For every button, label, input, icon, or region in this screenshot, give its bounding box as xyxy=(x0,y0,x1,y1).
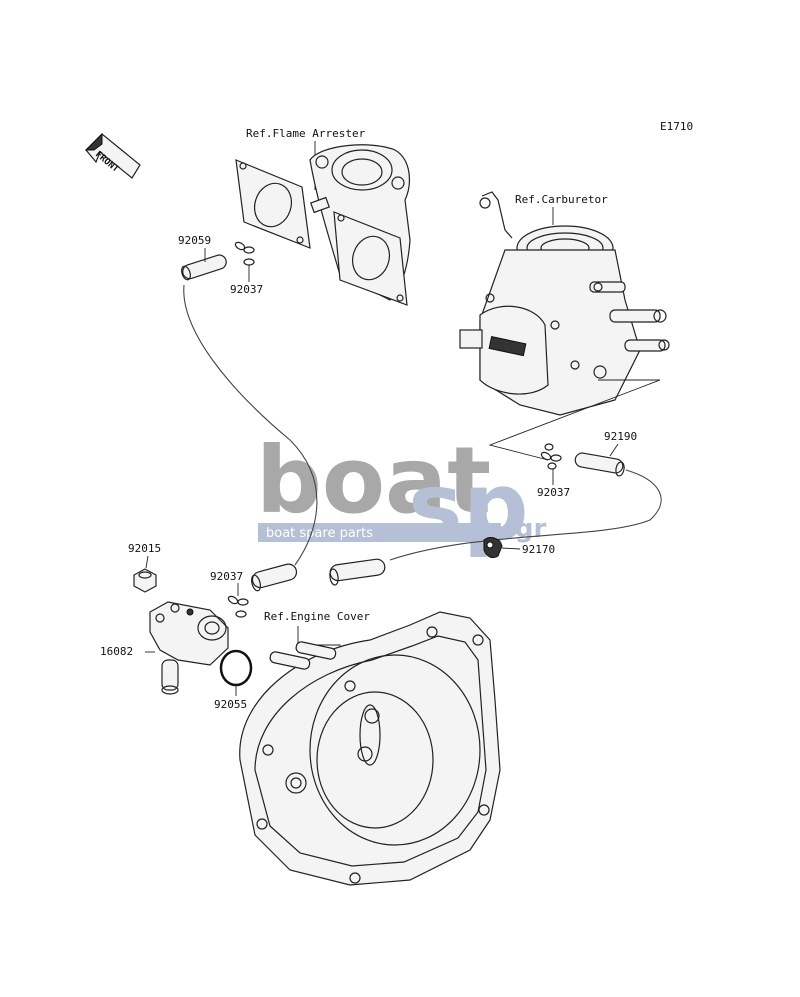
label-92055: 92055 xyxy=(214,698,247,711)
figure-code: E1710 xyxy=(660,120,693,133)
front-arrow-icon: FRONT xyxy=(84,132,141,179)
clip-92037-right xyxy=(540,443,562,470)
watermark-tagline: boat spare parts xyxy=(266,526,373,541)
leader-92170 xyxy=(501,547,521,550)
leader-92190 xyxy=(609,443,619,457)
leader-92015 xyxy=(145,555,149,569)
valve-16082 xyxy=(149,601,229,695)
ref-flame-arrester: Ref.Flame Arrester xyxy=(246,127,366,140)
clip-92037-top xyxy=(234,241,255,266)
engine-cover-fittings xyxy=(269,641,337,670)
watermark-tagline-band xyxy=(258,523,501,542)
label-92190: 92190 xyxy=(604,430,637,443)
hose-92190 xyxy=(574,452,625,477)
label-92037-right: 92037 xyxy=(537,486,570,499)
hose-middle-right xyxy=(329,558,386,586)
hose-line-right xyxy=(389,469,662,561)
carburetor xyxy=(459,191,670,416)
clip-92037-left xyxy=(227,595,249,618)
label-92037-left: 92037 xyxy=(210,570,243,583)
hose-92059 xyxy=(181,254,227,281)
flame-arrester xyxy=(235,144,411,306)
ref-engine-cover: Ref.Engine Cover xyxy=(264,610,370,623)
label-92059: 92059 xyxy=(178,234,211,247)
engine-cover xyxy=(239,611,501,886)
watermark-brand-b: sp xyxy=(408,453,529,560)
watermark: boat sp .gr boat spare parts xyxy=(256,427,546,560)
label-16082: 16082 xyxy=(100,645,133,658)
watermark-domain: .gr xyxy=(505,514,546,544)
leader-carb-fitting xyxy=(488,379,661,461)
hose-line-left xyxy=(183,284,318,566)
oring-92055 xyxy=(219,649,253,687)
label-92037-top: 92037 xyxy=(230,283,263,296)
clip-92170 xyxy=(483,537,503,559)
nut-92015 xyxy=(133,568,157,593)
label-92015: 92015 xyxy=(128,542,161,555)
label-92170: 92170 xyxy=(522,543,555,556)
hose-middle-left xyxy=(251,563,298,592)
ref-carburetor: Ref.Carburetor xyxy=(515,193,608,206)
